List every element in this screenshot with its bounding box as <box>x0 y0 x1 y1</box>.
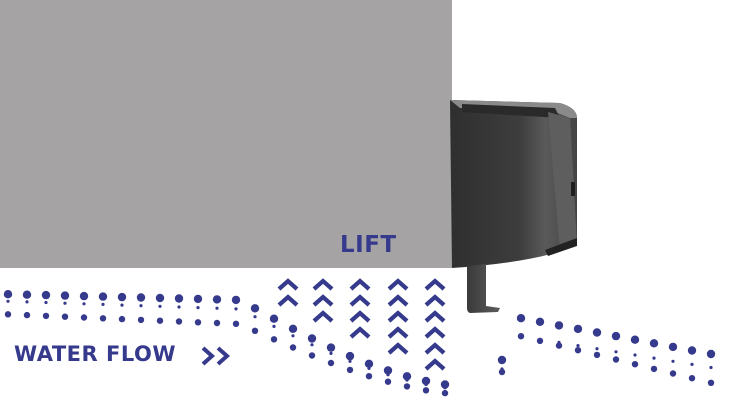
device <box>450 100 577 313</box>
chevron-up-icon <box>349 294 371 307</box>
chevron-up-icon <box>387 310 409 323</box>
chevron-up-icon <box>312 278 334 291</box>
boat-hull <box>0 0 452 268</box>
chevron-up-icon <box>387 326 409 339</box>
lift-arrows <box>277 278 446 371</box>
chevron-up-icon <box>424 294 446 307</box>
water-flow-particles <box>3 290 716 397</box>
chevron-up-icon <box>424 278 446 291</box>
chevron-up-icon <box>387 294 409 307</box>
chevron-up-icon <box>349 310 371 323</box>
double-chevron-right-icon <box>201 346 231 366</box>
chevron-up-icon <box>349 278 371 291</box>
chevron-up-icon <box>277 278 299 291</box>
chevron-up-icon <box>387 342 409 355</box>
water-flow-label: WATER FLOW <box>14 342 176 366</box>
chevron-up-icon <box>424 310 446 323</box>
chevron-up-icon <box>349 326 371 339</box>
chevron-up-icon <box>424 342 446 355</box>
chevron-up-icon <box>312 310 334 323</box>
lift-label: LIFT <box>340 232 397 258</box>
chevron-up-icon <box>312 294 334 307</box>
chevron-up-icon <box>277 294 299 307</box>
chevron-up-icon <box>424 358 446 371</box>
chevron-up-icon <box>387 278 409 291</box>
chevron-up-icon <box>424 326 446 339</box>
